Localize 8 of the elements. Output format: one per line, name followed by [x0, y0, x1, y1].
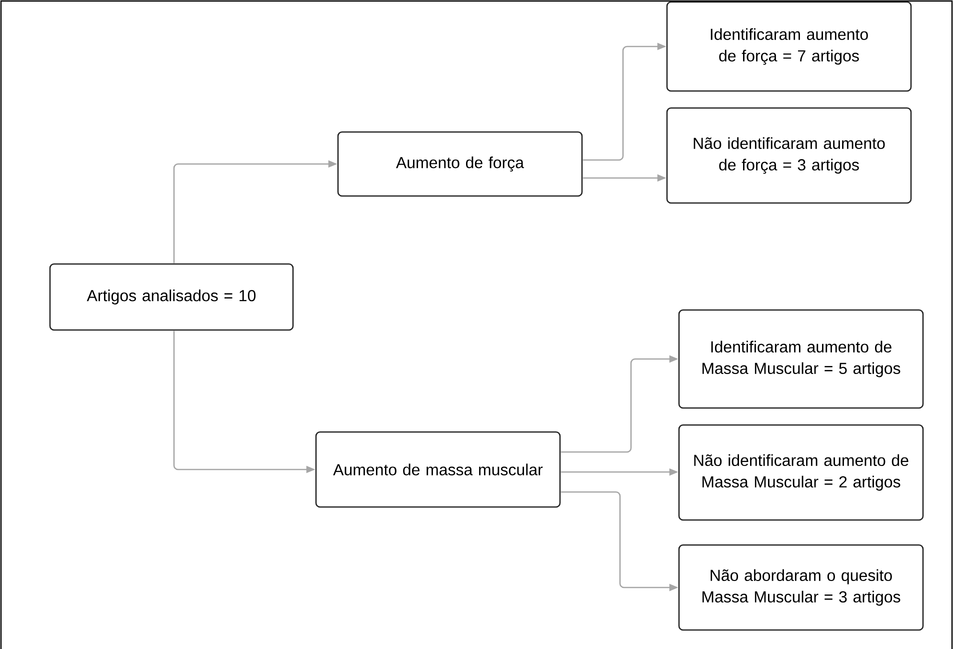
process-box: Aumento de força — [337, 131, 583, 197]
process-box: Não identificaram aumento de Massa Muscular = 2 artigos — [678, 424, 924, 521]
process-box: Identificaram aumento de força = 7 artigos — [666, 1, 912, 92]
process-box: Identificaram aumento de Massa Muscular = 5 artigos — [678, 309, 924, 409]
process-box: Não abordaram o quesito Massa Muscular = 3 artigos — [678, 544, 924, 631]
process-box: Artigos analisados = 10 — [49, 263, 294, 331]
process-box: Aumento de massa muscular — [315, 431, 561, 508]
process-box: Não identificaram aumento de força = 3 artigos — [666, 107, 912, 204]
